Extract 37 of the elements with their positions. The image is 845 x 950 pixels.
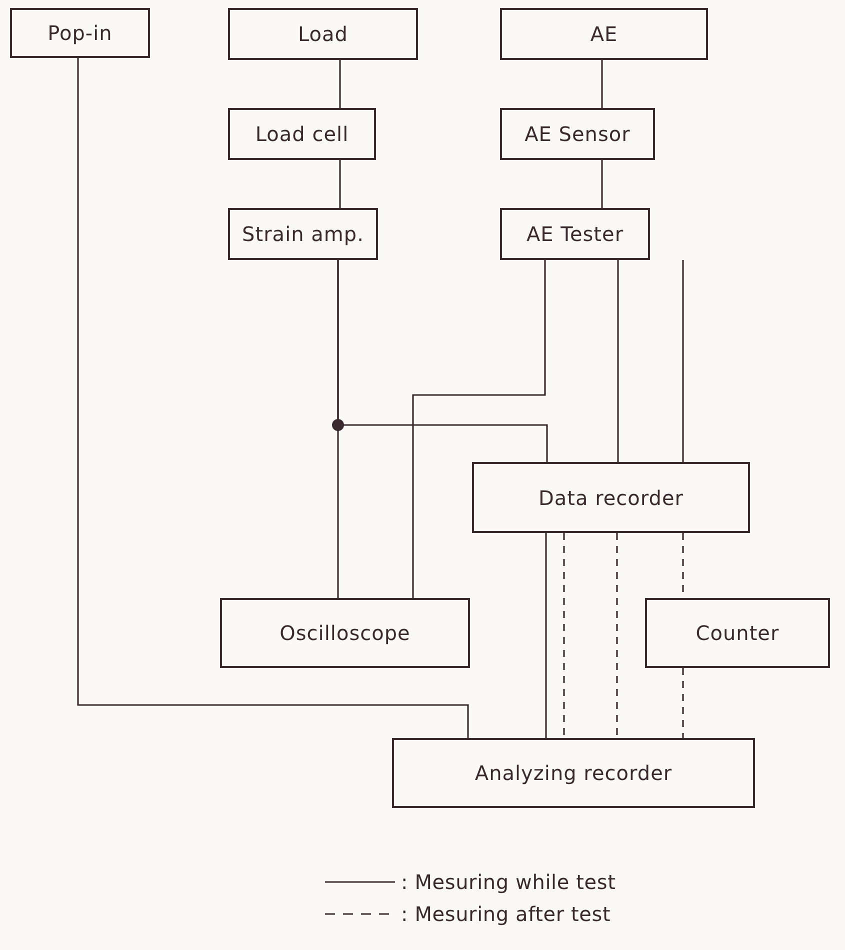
legend-label: : Mesuring after test <box>401 902 611 926</box>
block-box <box>500 108 655 160</box>
block-box <box>500 208 650 260</box>
connector <box>77 58 469 738</box>
connector <box>601 60 603 108</box>
connector <box>545 533 547 738</box>
dashed-connector <box>682 668 684 738</box>
connector <box>339 160 341 208</box>
block-label: AE Tester <box>526 222 624 246</box>
block-box <box>228 208 378 260</box>
block-label: Load cell <box>255 122 349 146</box>
block-box <box>228 8 418 60</box>
connector <box>617 260 619 462</box>
connector <box>682 260 684 462</box>
block-label: Data recorder <box>538 486 684 510</box>
block-label: Pop-in <box>48 21 112 45</box>
block-box <box>500 8 708 60</box>
block-box <box>228 108 376 160</box>
dashed-connector <box>616 533 618 738</box>
connector <box>339 60 341 108</box>
dashed-connector <box>563 533 565 738</box>
connector <box>601 160 603 208</box>
block-box <box>10 8 150 58</box>
block-label: AE Sensor <box>524 122 630 146</box>
block-label: Counter <box>696 621 780 645</box>
block-label: Analyzing recorder <box>474 761 672 785</box>
block-label: AE <box>590 22 618 46</box>
connector <box>412 260 546 598</box>
block-label: Oscilloscope <box>280 621 410 645</box>
block-label: Strain amp. <box>242 222 364 246</box>
block-box <box>645 598 830 668</box>
block-label: Load <box>298 22 348 46</box>
block-box <box>220 598 470 668</box>
legend-label: : Mesuring while test <box>401 870 616 894</box>
block-box <box>472 462 750 533</box>
block-box <box>392 738 755 808</box>
connector <box>337 260 548 462</box>
